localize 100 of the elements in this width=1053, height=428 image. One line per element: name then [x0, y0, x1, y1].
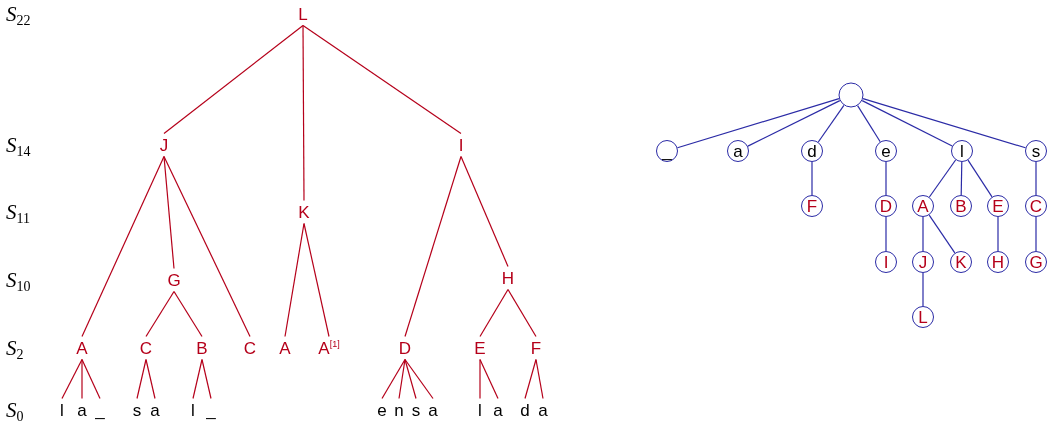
tree-edge — [928, 159, 957, 198]
string-symbol: a — [493, 401, 503, 419]
string-symbol: a — [150, 401, 160, 419]
circle-node — [727, 140, 749, 162]
string-symbol: l — [191, 401, 195, 419]
node-letter: F — [806, 197, 818, 215]
tree-edge — [81, 358, 83, 400]
circle-node — [951, 140, 973, 162]
node-letter: H — [991, 253, 1005, 271]
string-symbol: a — [428, 401, 438, 419]
tree-node-label: E — [474, 339, 486, 357]
tree-edge — [479, 358, 481, 400]
node-letter: L — [918, 308, 928, 326]
circle-node — [801, 140, 823, 162]
tree-edge — [507, 288, 537, 338]
circle-node — [987, 195, 1009, 217]
node-letter: s — [1031, 142, 1041, 160]
circle-node — [875, 140, 897, 162]
string-symbol: d — [520, 401, 530, 419]
tree-edge — [136, 358, 147, 400]
tree-node-label: G — [167, 271, 181, 289]
node-letter: e — [881, 142, 891, 160]
tree-edge — [163, 155, 175, 270]
tree-node-label: C — [139, 339, 153, 357]
tree-edge — [928, 214, 956, 254]
circle-node — [656, 140, 678, 162]
tree-node-label: J — [159, 136, 169, 154]
tree-edge — [173, 290, 203, 338]
tree-edge — [381, 358, 406, 400]
tree-edge — [535, 358, 544, 400]
string-symbol: l — [60, 401, 64, 419]
tree-node-label: I — [458, 136, 464, 154]
tree-edge — [404, 358, 434, 400]
tree-node-label: A — [76, 339, 88, 357]
tree-edge — [398, 358, 406, 400]
tree-edge — [922, 272, 924, 307]
circle-node — [950, 195, 972, 217]
tree-edge — [817, 104, 845, 143]
node-letter: K — [955, 253, 967, 271]
node-letter: a — [733, 142, 743, 160]
tree-edge — [922, 216, 924, 252]
node-letter: B — [955, 197, 967, 215]
tree-edge — [145, 358, 156, 400]
tree-node-label: L — [298, 5, 308, 23]
string-symbol: e — [377, 401, 387, 419]
tree-edge — [1035, 216, 1037, 252]
level-label: S$_{14}$ — [6, 134, 31, 156]
tree-edge — [861, 100, 953, 147]
node-letter: J — [918, 253, 928, 271]
tree-node-label: K — [298, 203, 310, 221]
tree-edge — [81, 358, 101, 400]
string-symbol: l — [478, 401, 482, 419]
node-letter: D — [879, 197, 893, 215]
tree-edge — [967, 159, 993, 198]
tree-node-label: H — [501, 269, 515, 287]
tree-node-label: A — [279, 339, 291, 357]
tree-edge — [960, 161, 963, 196]
level-label: S$_{2}$ — [6, 337, 24, 359]
tree-edge — [404, 155, 462, 338]
tree-edge — [857, 105, 881, 143]
tree-edge — [862, 98, 1027, 149]
node-letter: _ — [662, 142, 672, 160]
string-symbol: s — [411, 401, 421, 419]
tree-edge — [284, 222, 305, 338]
tree-edge — [524, 358, 537, 400]
tree-node-label: B — [196, 339, 208, 357]
circle-node — [950, 251, 972, 273]
tree-edge — [997, 216, 999, 252]
tree-node-label: A$^{[1]}$ — [318, 339, 340, 357]
tree-edge — [81, 155, 165, 338]
tree-node-label: C — [243, 339, 257, 357]
circle-node — [912, 306, 934, 328]
tree-edge — [303, 222, 330, 338]
level-label: S$_{0}$ — [6, 399, 24, 421]
node-letter: G — [1029, 253, 1043, 271]
node-letter: I — [883, 253, 889, 271]
tree-edge — [163, 155, 251, 338]
level-label: S$_{22}$ — [6, 3, 31, 25]
tree-edge — [302, 24, 305, 202]
tree-edge — [885, 216, 887, 252]
tree-edge — [145, 290, 175, 338]
tree-edge — [676, 98, 840, 149]
node-letter: A — [917, 197, 929, 215]
tree-edge — [61, 358, 83, 400]
string-symbol: s — [132, 401, 142, 419]
node-letter: E — [992, 197, 1004, 215]
level-label: S$_{10}$ — [6, 269, 31, 291]
empty-circle-node — [838, 82, 864, 108]
tree-edge — [460, 155, 509, 268]
tree-edge — [479, 358, 499, 400]
circle-node — [912, 251, 934, 273]
tree-edge — [302, 24, 462, 135]
circle-node — [875, 251, 897, 273]
tree-node-label: D — [398, 339, 412, 357]
tree-edge — [404, 358, 417, 400]
circle-node — [801, 195, 823, 217]
tree-edge — [201, 358, 212, 400]
string-symbol: a — [538, 401, 548, 419]
tree-edge — [747, 100, 841, 147]
tree-edge — [1035, 161, 1037, 196]
